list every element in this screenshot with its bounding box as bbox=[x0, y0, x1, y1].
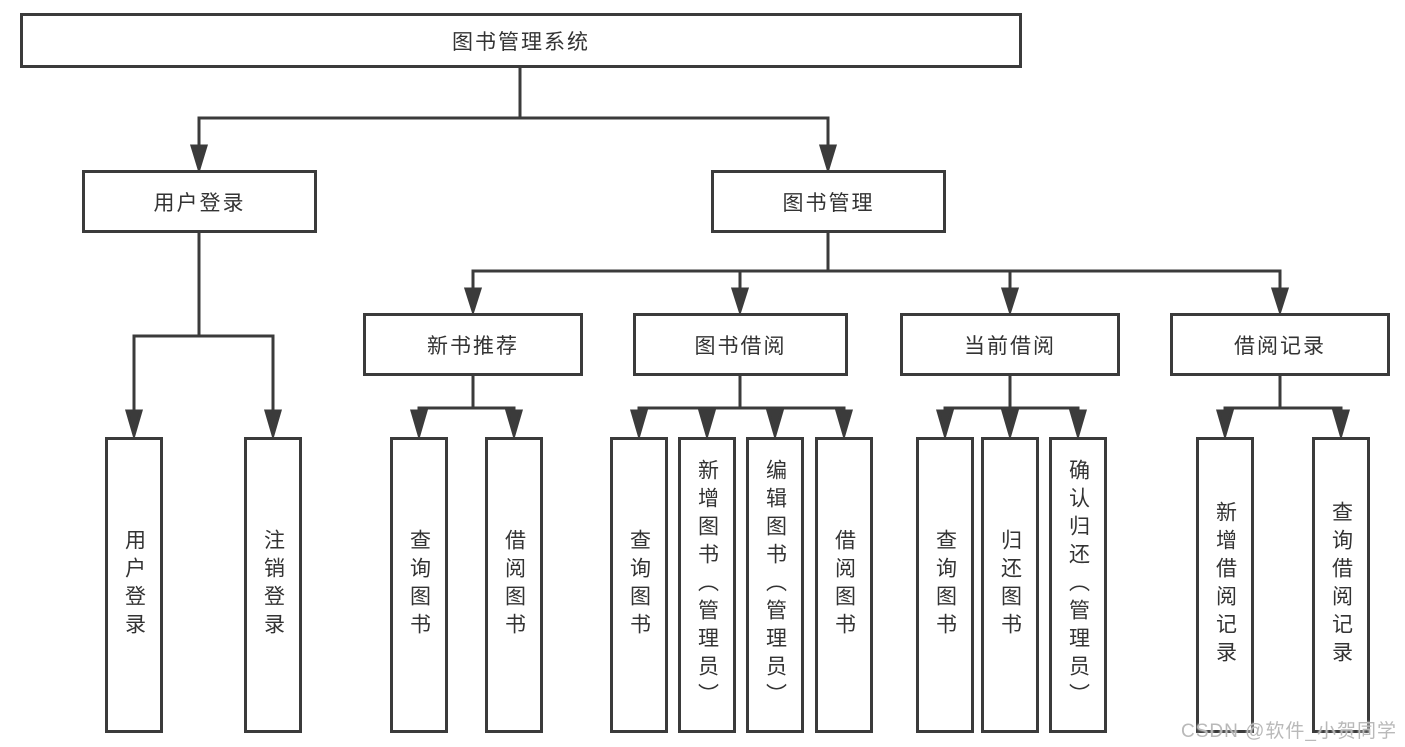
leaf-add-books-admin: 新增图书（管理员） bbox=[678, 437, 736, 733]
node-borrow-records-label: 借阅记录 bbox=[1234, 334, 1326, 358]
node-root: 图书管理系统 bbox=[20, 13, 1022, 68]
leaf-confirm-return-admin: 确认归还（管理员） bbox=[1049, 437, 1107, 733]
leaf-edit-books-admin: 编辑图书（管理员） bbox=[746, 437, 804, 733]
leaf-return-books: 归还图书 bbox=[981, 437, 1039, 733]
leaf-borrow-books: 借阅图书 bbox=[815, 437, 873, 733]
leaf-query-books-borrow: 查询图书 bbox=[610, 437, 668, 733]
node-borrow-records: 借阅记录 bbox=[1170, 313, 1390, 376]
leaf-logout: 注销登录 bbox=[244, 437, 302, 733]
node-root-label: 图书管理系统 bbox=[452, 30, 590, 54]
leaf-query-books-recommend: 查询图书 bbox=[390, 437, 448, 733]
connectors-management bbox=[463, 233, 1290, 316]
connectors-root bbox=[189, 68, 838, 175]
leaf-query-books-recommend-label: 查询图书 bbox=[407, 529, 431, 641]
leaf-query-books-current: 查询图书 bbox=[916, 437, 974, 733]
connectors-login bbox=[125, 233, 282, 441]
connectors-borrow-records bbox=[1216, 376, 1350, 441]
connectors-book-borrow bbox=[630, 376, 853, 441]
leaf-query-books-current-label: 查询图书 bbox=[933, 529, 957, 641]
connectors-new-book bbox=[410, 376, 523, 441]
leaf-query-books-borrow-label: 查询图书 bbox=[627, 529, 651, 641]
leaf-borrow-books-label: 借阅图书 bbox=[832, 529, 856, 641]
leaf-query-borrow-record-label: 查询借阅记录 bbox=[1329, 501, 1353, 669]
node-book-borrow-label: 图书借阅 bbox=[694, 334, 787, 358]
node-new-book-recommend-label: 新书推荐 bbox=[427, 334, 519, 358]
watermark-text: CSDN @软件_小贺同学 bbox=[1181, 721, 1397, 742]
leaf-query-borrow-record: 查询借阅记录 bbox=[1312, 437, 1370, 733]
node-book-management-label: 图书管理 bbox=[782, 191, 875, 215]
leaf-add-borrow-record-label: 新增借阅记录 bbox=[1213, 501, 1237, 669]
leaf-borrow-books-recommend-label: 借阅图书 bbox=[502, 529, 526, 641]
leaf-borrow-books-recommend: 借阅图书 bbox=[485, 437, 543, 733]
leaf-user-login: 用户登录 bbox=[105, 437, 163, 733]
connectors-current-borrow bbox=[936, 376, 1087, 441]
node-current-borrow-label: 当前借阅 bbox=[964, 334, 1056, 358]
node-new-book-recommend: 新书推荐 bbox=[363, 313, 583, 376]
leaf-confirm-return-admin-label: 确认归还（管理员） bbox=[1066, 459, 1090, 711]
leaf-add-borrow-record: 新增借阅记录 bbox=[1196, 437, 1254, 733]
leaf-user-login-label: 用户登录 bbox=[122, 529, 146, 641]
leaf-logout-label: 注销登录 bbox=[261, 529, 285, 641]
node-book-borrow: 图书借阅 bbox=[633, 313, 848, 376]
leaf-add-books-admin-label: 新增图书（管理员） bbox=[695, 459, 719, 711]
node-book-management: 图书管理 bbox=[711, 170, 946, 233]
node-user-login: 用户登录 bbox=[82, 170, 317, 233]
leaf-return-books-label: 归还图书 bbox=[998, 529, 1022, 641]
leaf-edit-books-admin-label: 编辑图书（管理员） bbox=[763, 459, 787, 711]
node-current-borrow: 当前借阅 bbox=[900, 313, 1120, 376]
node-user-login-label: 用户登录 bbox=[153, 191, 246, 215]
